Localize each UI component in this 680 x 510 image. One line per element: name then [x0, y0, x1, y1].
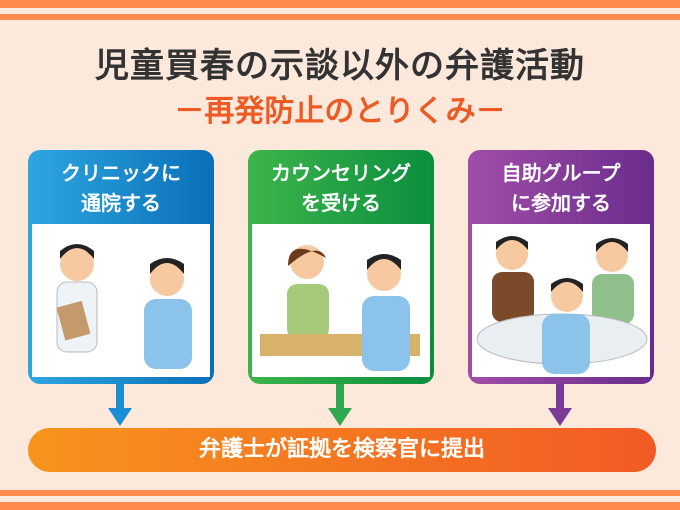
self-help-illustration [472, 224, 650, 377]
card-title-line2: に参加する [511, 191, 611, 215]
counseling-illustration [252, 224, 430, 377]
card-title-line2: 通院する [81, 191, 161, 215]
card-title-line1: カウンセリング [271, 161, 411, 185]
arrow-down-icon [108, 384, 132, 426]
card-clinic: クリニックに通院する [28, 150, 214, 384]
arrow-down-icon [548, 384, 572, 426]
card-counseling: カウンセリングを受ける [248, 150, 434, 384]
arrow-down-icon [328, 384, 352, 426]
page-subtitle: －再発防止のとりくみ－ [174, 94, 506, 129]
card-title-line1: クリニックに [61, 161, 181, 185]
card-title-line2: を受ける [301, 191, 381, 215]
page-title: 児童買春の示談以外の弁護活動 [95, 46, 585, 86]
result-banner: 弁護士が証拠を検察官に提出 [28, 428, 656, 472]
card-title-line1: 自助グループ [501, 161, 621, 185]
top-stripe [0, 0, 680, 8]
card-self-help: 自助グループに参加する [468, 150, 654, 384]
clinic-illustration [32, 224, 210, 377]
bottom-stripe-2 [0, 502, 680, 510]
bottom-stripe [0, 490, 680, 496]
top-stripe-2 [0, 14, 680, 20]
